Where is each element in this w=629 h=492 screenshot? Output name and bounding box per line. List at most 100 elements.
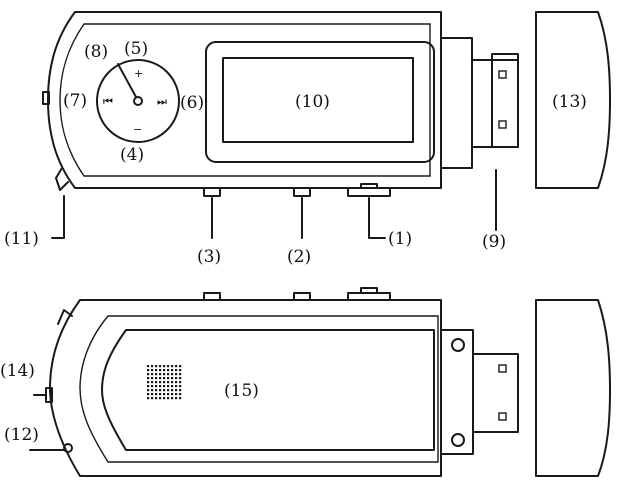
grille-dot <box>151 365 154 368</box>
back-button-a <box>203 292 221 301</box>
grille-dot <box>159 385 162 388</box>
label-9: (9) <box>482 232 506 252</box>
grille-dot <box>151 373 154 376</box>
grille-dot <box>175 385 178 388</box>
grille-dot <box>163 381 166 384</box>
button-3 <box>203 187 221 197</box>
grille-dot <box>155 389 158 392</box>
grille-dot <box>159 369 162 372</box>
grille-dot <box>163 385 166 388</box>
grille-dot <box>151 397 154 400</box>
label-13: (13) <box>552 92 587 112</box>
label-10: (10) <box>295 92 330 112</box>
usb-connector-back-icon <box>472 353 519 433</box>
grille-dot <box>175 381 178 384</box>
grille-dot <box>163 397 166 400</box>
grille-dot <box>171 397 174 400</box>
grille-dot <box>179 381 182 384</box>
back-strap-hook <box>57 309 73 325</box>
grille-dot <box>171 393 174 396</box>
grille-dot <box>171 373 174 376</box>
grille-dot <box>151 381 154 384</box>
screw-top <box>451 338 465 352</box>
grille-dot <box>155 377 158 380</box>
back-button-b <box>293 292 311 301</box>
usb-cap-icon <box>535 11 611 189</box>
leader-1 <box>368 197 386 239</box>
grille-dot <box>147 377 150 380</box>
screen-frame <box>205 41 435 163</box>
grille-dot <box>147 373 150 376</box>
grille-dot <box>155 365 158 368</box>
grille-dot <box>179 389 182 392</box>
grille-dot <box>167 373 170 376</box>
button-2 <box>293 187 311 197</box>
prev-track-icon: ⏮ <box>103 95 113 108</box>
grille-dot <box>175 389 178 392</box>
label-7: (7) <box>63 91 87 111</box>
leader-8 <box>117 63 137 98</box>
grille-dot <box>159 389 162 392</box>
grille-dot <box>171 377 174 380</box>
grille-dot <box>171 385 174 388</box>
grille-dot <box>147 369 150 372</box>
grille-dot <box>179 373 182 376</box>
label-3: (3) <box>197 247 221 267</box>
label-5: (5) <box>124 39 148 59</box>
grille-dot <box>159 365 162 368</box>
grille-dot <box>151 377 154 380</box>
grille-dot <box>159 393 162 396</box>
label-11: (11) <box>4 229 39 249</box>
earphone-jack-12 <box>63 443 73 453</box>
grille-dot <box>167 381 170 384</box>
grille-dot <box>151 369 154 372</box>
usb-connector-icon <box>440 37 519 169</box>
grille-dot <box>155 381 158 384</box>
grille-dot <box>155 397 158 400</box>
front-view: + − ⏮ ⏭ <box>42 11 611 239</box>
grille-dot <box>167 369 170 372</box>
side-button-7 <box>42 91 50 105</box>
grille-dot <box>175 397 178 400</box>
vol-plus-glyph: + <box>134 67 143 80</box>
grille-dot <box>147 389 150 392</box>
grille-dot <box>167 377 170 380</box>
grille-dot <box>179 369 182 372</box>
back-panel <box>101 329 435 451</box>
switch-1 <box>347 183 391 197</box>
grille-dot <box>179 365 182 368</box>
back-connector-plate <box>440 329 474 455</box>
label-6: (6) <box>180 93 204 113</box>
grille-dot <box>155 373 158 376</box>
screw-bottom <box>451 433 465 447</box>
usb-cap-back-icon <box>535 299 611 477</box>
grille-dot <box>167 385 170 388</box>
grille-dot <box>179 377 182 380</box>
label-12: (12) <box>4 425 39 445</box>
grille-dot <box>147 397 150 400</box>
back-body-inner <box>79 315 439 463</box>
grille-dot <box>167 389 170 392</box>
next-track-icon: ⏭ <box>157 95 167 108</box>
grille-dot <box>159 377 162 380</box>
grille-dot <box>179 393 182 396</box>
grille-dot <box>163 369 166 372</box>
grille-dot <box>163 373 166 376</box>
grille-dot <box>151 393 154 396</box>
grille-dot <box>171 365 174 368</box>
grille-dot <box>171 389 174 392</box>
grille-dot <box>151 389 154 392</box>
grille-dot <box>147 365 150 368</box>
grille-dot <box>175 369 178 372</box>
grille-dot <box>171 381 174 384</box>
grille-dot <box>171 369 174 372</box>
grille-dot <box>167 393 170 396</box>
grille-dot <box>163 393 166 396</box>
grille-dot <box>155 385 158 388</box>
grille-dot <box>179 397 182 400</box>
label-15: (15) <box>224 381 259 401</box>
grille-dot <box>147 385 150 388</box>
grille-dot <box>151 385 154 388</box>
